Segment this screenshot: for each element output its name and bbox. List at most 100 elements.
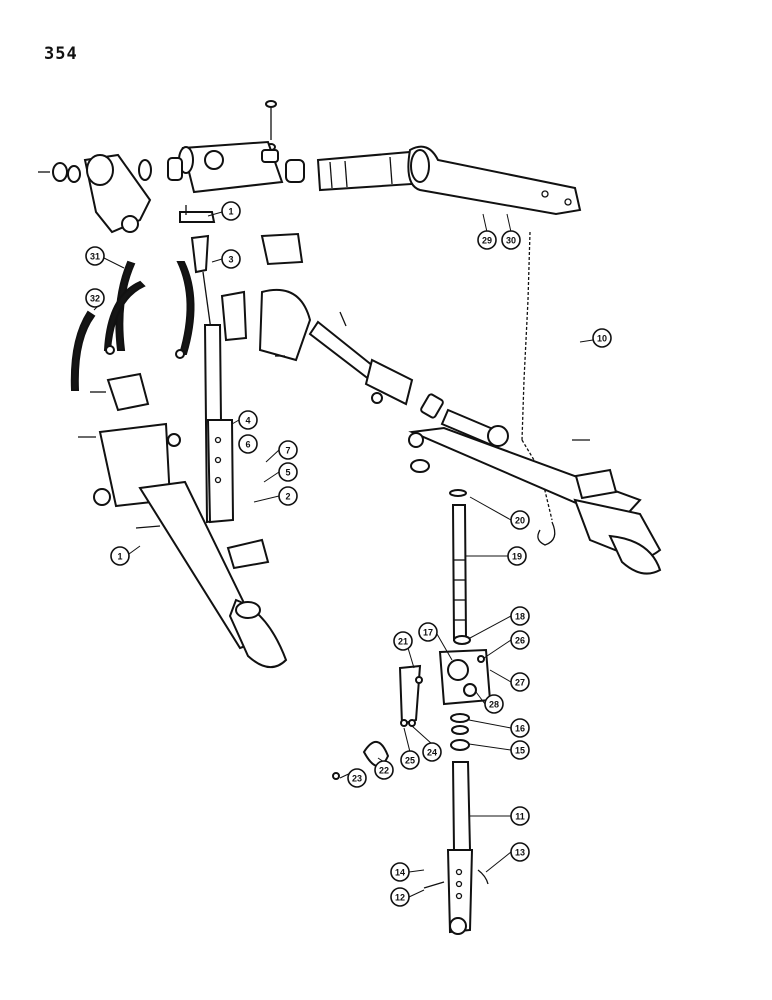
callout-circle — [374, 760, 394, 780]
leader-lines — [93, 211, 594, 898]
callout-label: 1 — [117, 552, 122, 562]
callout-25: 25 — [400, 750, 420, 770]
left-lift-arm — [38, 153, 152, 234]
callout-label: 20 — [515, 516, 525, 526]
top-lift-shaft — [138, 100, 582, 216]
callout-27: 27 — [510, 672, 530, 692]
callout-circle — [85, 246, 105, 266]
callout-label: 11 — [515, 812, 525, 822]
callout-4: 4 — [238, 410, 258, 430]
callout-label: 4 — [245, 416, 250, 426]
callout-label: 28 — [489, 700, 499, 710]
page-number: 354 — [44, 44, 78, 64]
callout-circle — [238, 434, 258, 454]
callout-circle — [221, 249, 241, 269]
callout-circle — [278, 486, 298, 506]
callout-5: 5 — [278, 462, 298, 482]
upper-clevis — [179, 205, 216, 274]
callout-circle — [510, 842, 530, 862]
callout-2: 2 — [278, 486, 298, 506]
callout-label: 18 — [515, 612, 525, 622]
hydraulic-hoses — [70, 260, 195, 391]
callout-14: 14 — [390, 862, 410, 882]
callout-circle — [393, 631, 413, 651]
callout-label: 23 — [352, 774, 362, 784]
callout-label: 17 — [423, 628, 433, 638]
left-lifting-link — [202, 271, 235, 524]
callout-circle — [507, 546, 527, 566]
callout-circle — [400, 750, 420, 770]
callout-13: 13 — [510, 842, 530, 862]
callout-circle — [510, 606, 530, 626]
callout-label: 24 — [427, 748, 437, 758]
callout-label: 15 — [515, 746, 525, 756]
callout-label: 10 — [597, 334, 607, 344]
callout-label: 19 — [512, 552, 522, 562]
callout-circle — [510, 718, 530, 738]
callout-circle — [477, 230, 497, 250]
callout-label: 26 — [515, 636, 525, 646]
callout-7: 7 — [278, 440, 298, 460]
callout-18: 18 — [510, 606, 530, 626]
callout-circle — [390, 862, 410, 882]
adjusting-screw — [449, 489, 471, 645]
callout-circle — [278, 462, 298, 482]
callout-6: 6 — [238, 434, 258, 454]
callout-28: 28 — [484, 694, 504, 714]
lower-rod-fork — [423, 761, 489, 935]
callout-19: 19 — [507, 546, 527, 566]
callout-label: 14 — [395, 868, 405, 878]
callout-label: 7 — [285, 446, 290, 456]
callout-label: 3 — [228, 255, 233, 265]
callout-circle — [221, 201, 241, 221]
callout-24: 24 — [422, 742, 442, 762]
callout-label: 30 — [506, 236, 516, 246]
callout-circle — [510, 630, 530, 650]
callout-20: 20 — [510, 510, 530, 530]
callout-26: 26 — [510, 630, 530, 650]
callout-circle — [390, 887, 410, 907]
callout-30: 30 — [501, 230, 521, 250]
callout-label: 12 — [395, 893, 405, 903]
callout-label: 21 — [398, 637, 408, 647]
callout-circle — [347, 768, 367, 788]
check-chain — [521, 231, 556, 546]
callout-32: 32 — [85, 288, 105, 308]
callout-label: 32 — [90, 294, 100, 304]
callout-circle — [510, 510, 530, 530]
callout-label: 5 — [285, 468, 290, 478]
callout-3: 3 — [221, 249, 241, 269]
callout-circle — [422, 742, 442, 762]
callout-label: 16 — [515, 724, 525, 734]
callout-circle — [501, 230, 521, 250]
callout-label: 31 — [90, 252, 100, 262]
left-lower-link — [78, 422, 288, 668]
right-lower-link — [408, 426, 662, 575]
callout-label: 13 — [515, 848, 525, 858]
callout-11: 11 — [510, 806, 530, 826]
callout-circle — [592, 328, 612, 348]
callout-10: 10 — [592, 328, 612, 348]
callout-circle — [510, 672, 530, 692]
nut-stack — [450, 713, 470, 751]
callout-label: 25 — [405, 756, 415, 766]
callout-21: 21 — [393, 631, 413, 651]
callout-31: 31 — [85, 246, 105, 266]
callout-circle — [418, 622, 438, 642]
callout-circle — [85, 288, 105, 308]
right-leveling-assembly — [258, 288, 509, 448]
callout-22: 22 — [374, 760, 394, 780]
callout-circle — [110, 546, 130, 566]
callout-29: 29 — [477, 230, 497, 250]
callout-circle — [278, 440, 298, 460]
callout-label: 6 — [245, 440, 250, 450]
callout-15: 15 — [510, 740, 530, 760]
callout-17: 17 — [418, 622, 438, 642]
callout-label: 22 — [379, 766, 389, 776]
callout-label: 2 — [285, 492, 290, 502]
callout-circle — [510, 806, 530, 826]
callout-1: 1 — [110, 546, 130, 566]
callout-circle — [484, 694, 504, 714]
